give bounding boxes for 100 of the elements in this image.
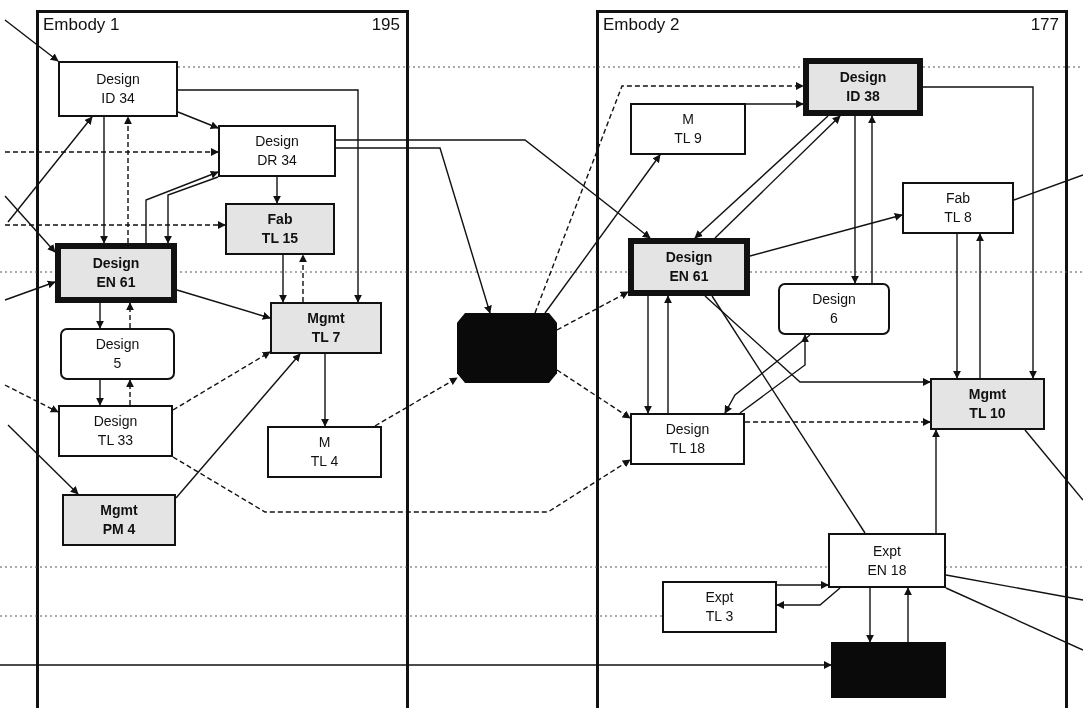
- connector-arrow: [177, 111, 219, 130]
- connector-arrow: [7, 116, 93, 223]
- node-label: Expt: [873, 541, 901, 561]
- connector-arrow: [4, 221, 226, 229]
- connector-arrow: [175, 353, 301, 499]
- node-label: Design: [665, 420, 710, 439]
- connector-arrow: [172, 456, 631, 513]
- connector-arrow: [126, 302, 134, 329]
- process-box: [828, 533, 946, 588]
- process-box: [267, 426, 382, 478]
- node-label: TL 9: [674, 129, 702, 148]
- connector-arrow: [739, 334, 809, 414]
- process-box: [902, 182, 1014, 234]
- node-label: Design: [812, 290, 856, 309]
- node-label: TL 7: [311, 328, 341, 347]
- node-label: EN 61: [669, 267, 709, 286]
- process-box: [630, 103, 746, 155]
- node-label: DR 34: [257, 151, 297, 170]
- node-label: TL 33: [97, 431, 134, 450]
- node-label: Mgmt: [968, 385, 1007, 404]
- process-box: [62, 494, 176, 546]
- connector-arrow: [922, 86, 1037, 379]
- node-label: Design: [92, 254, 140, 273]
- node-label: 5: [113, 354, 122, 373]
- node-label: ID 38: [846, 87, 880, 106]
- node-label: Design: [93, 412, 138, 431]
- rounded-box: [60, 328, 175, 380]
- connector-arrow: [664, 295, 672, 414]
- rounded-box: [778, 283, 890, 335]
- connector-arrow: [866, 587, 874, 643]
- connector-arrow: [976, 233, 984, 379]
- connector-arrow: [724, 334, 811, 414]
- panel-number: 177: [1030, 15, 1059, 35]
- connector-arrow: [126, 379, 134, 406]
- connector-arrow: [744, 418, 931, 426]
- node-label: TL 8: [944, 208, 972, 227]
- connector-arrow: [745, 100, 804, 108]
- connector-arrow: [4, 19, 59, 62]
- node-label: PM 4: [102, 520, 136, 539]
- connector-arrow: [851, 115, 859, 284]
- connector-arrow: [694, 115, 829, 239]
- connector-arrow: [335, 139, 651, 239]
- connector-arrow: [556, 369, 631, 419]
- node-label: TL 10: [969, 404, 1006, 423]
- connector-arrow: [0, 661, 832, 669]
- node-label: TL 4: [310, 452, 339, 471]
- connector-arrow: [953, 233, 961, 379]
- node-label: EN 61: [96, 273, 136, 292]
- node-label: Design: [255, 132, 299, 151]
- connector-arrow: [556, 291, 629, 331]
- connector-arrow: [704, 295, 931, 386]
- connector-arrow: [544, 154, 661, 314]
- connector-arrow: [124, 116, 132, 244]
- node-label: M: [682, 110, 694, 129]
- connector-arrow: [164, 176, 219, 244]
- connector-arrow: [932, 429, 940, 534]
- connector-arrow: [96, 379, 104, 406]
- connector-arrow: [4, 280, 56, 301]
- node-label: TL 18: [669, 439, 706, 458]
- panel-title: Embody 2: [603, 15, 680, 35]
- process-box: [662, 581, 777, 633]
- node-label: Fab: [945, 189, 971, 208]
- node-label: ID 34: [101, 89, 135, 108]
- connector-arrow: [904, 587, 912, 643]
- connector-arrow: [321, 353, 329, 427]
- connector-arrow: [100, 116, 108, 244]
- connector-arrow: [644, 295, 652, 414]
- process-box: [630, 413, 745, 465]
- connector-arrow: [96, 302, 104, 329]
- connector-arrow: [4, 195, 56, 253]
- node-label: Design: [665, 248, 713, 267]
- panel-title: Embody 1: [43, 15, 120, 35]
- connector-arrow: [776, 587, 841, 609]
- node-label: 6: [830, 309, 838, 328]
- connector-arrow: [749, 213, 903, 257]
- process-box: [58, 61, 178, 117]
- process-box: [930, 378, 1045, 430]
- connector-arrow: [299, 254, 307, 303]
- node-label: Expt: [705, 588, 734, 607]
- node-label: Mgmt: [100, 501, 138, 520]
- process-box: [55, 243, 177, 303]
- group-panel: [596, 10, 1068, 708]
- panel-number: 195: [371, 15, 400, 35]
- connector-arrow: [714, 115, 841, 239]
- process-box: [225, 203, 335, 255]
- process-box: [628, 238, 750, 296]
- filled-box: [831, 642, 946, 698]
- connector-arrow: [176, 289, 271, 320]
- process-box: [58, 405, 173, 457]
- node-label: Fab: [267, 210, 293, 229]
- node-label: M: [318, 433, 331, 452]
- connector-arrow: [776, 581, 829, 589]
- connector-arrow: [374, 377, 458, 427]
- group-panel: [36, 10, 409, 708]
- connector-arrow: [177, 89, 362, 303]
- process-box: [803, 58, 923, 116]
- connector-arrow: [335, 147, 492, 314]
- node-label: TL 15: [261, 229, 299, 248]
- node-label: EN 18: [867, 560, 907, 580]
- process-box: [218, 125, 336, 177]
